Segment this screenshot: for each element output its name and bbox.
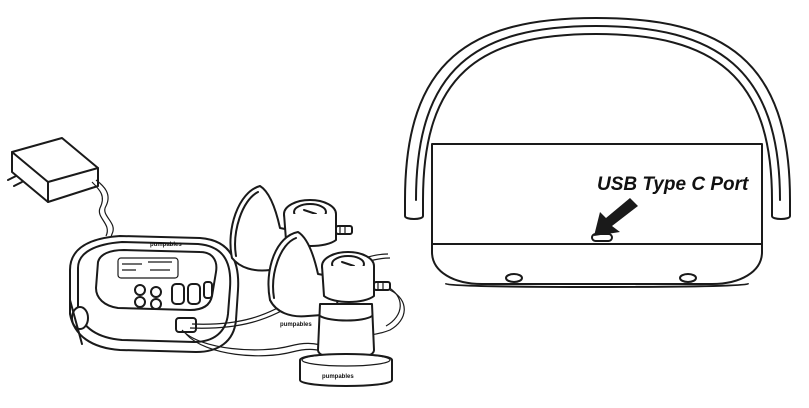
breast-shield-icon: pumpables bbox=[267, 231, 391, 328]
svg-text:pumpables: pumpables bbox=[150, 242, 182, 248]
pump-back-view-icon bbox=[404, 17, 791, 288]
breast-pump-base-icon: pumpables bbox=[69, 235, 240, 353]
power-adapter-icon bbox=[7, 137, 120, 253]
svg-text:pumpables: pumpables bbox=[322, 374, 354, 380]
pointer-arrow-icon bbox=[594, 198, 638, 236]
collection-bottle-icon: pumpables bbox=[299, 303, 393, 387]
usb-port-label: USB Type C Port bbox=[597, 174, 749, 195]
svg-text:pumpables: pumpables bbox=[280, 322, 312, 328]
